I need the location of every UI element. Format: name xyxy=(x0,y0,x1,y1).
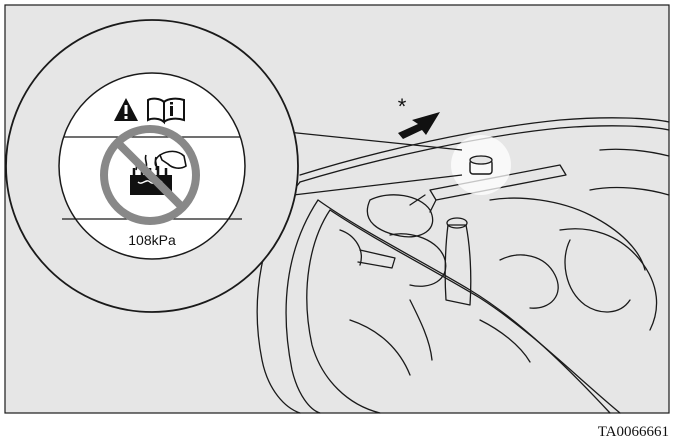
figure-code: TA0066661 xyxy=(598,424,669,440)
cap-highlight xyxy=(451,135,511,195)
asterisk-note: * xyxy=(398,94,407,119)
pressure-label: 108kPa xyxy=(128,232,176,248)
